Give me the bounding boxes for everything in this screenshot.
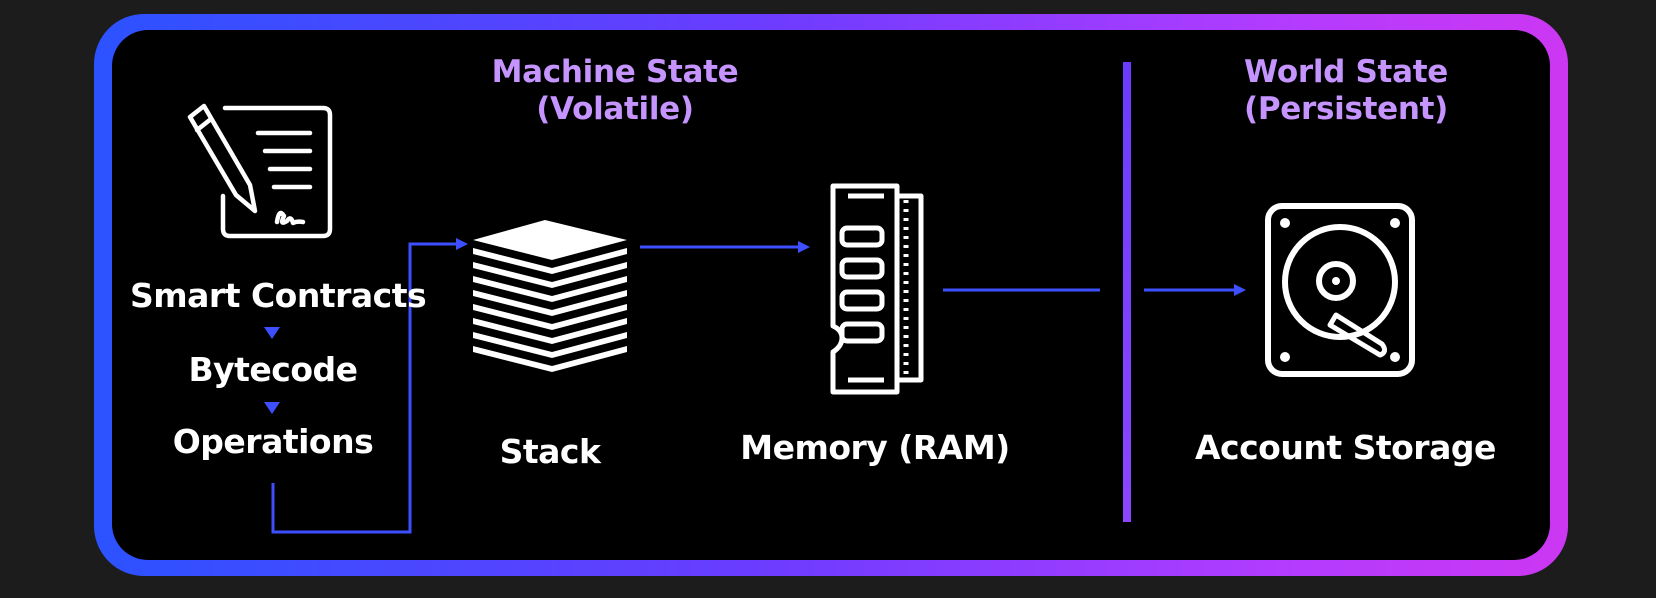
stack-layers-icon bbox=[473, 220, 627, 372]
memory-label: Memory (RAM) bbox=[740, 428, 1010, 467]
flow-connectors bbox=[271, 242, 1235, 534]
arrow-to-memory-icon bbox=[798, 241, 810, 253]
arrow-to-bytecode-icon bbox=[264, 327, 280, 339]
arrow-to-operations-icon bbox=[264, 402, 280, 414]
state-divider bbox=[1123, 62, 1131, 522]
arrow-to-stack-icon bbox=[456, 238, 468, 250]
world-state-subtitle: (Persistent) bbox=[1243, 91, 1449, 127]
machine-state-title: Machine State bbox=[491, 54, 739, 90]
ram-chip-icon bbox=[830, 183, 924, 395]
hard-drive-icon bbox=[1265, 203, 1415, 377]
arrow-to-storage-icon bbox=[1234, 284, 1246, 296]
operations-label: Operations bbox=[172, 422, 374, 461]
machine-state-header: Machine State (Volatile) bbox=[470, 54, 760, 128]
stack-label: Stack bbox=[499, 432, 601, 471]
account-storage-label: Account Storage bbox=[1195, 428, 1496, 467]
world-state-header: World State (Persistent) bbox=[1196, 54, 1496, 128]
machine-state-subtitle: (Volatile) bbox=[536, 91, 694, 127]
world-state-title: World State bbox=[1244, 54, 1448, 90]
contract-pen-icon bbox=[187, 103, 333, 239]
bytecode-label: Bytecode bbox=[188, 350, 358, 389]
smart-contracts-label: Smart Contracts bbox=[130, 276, 427, 315]
